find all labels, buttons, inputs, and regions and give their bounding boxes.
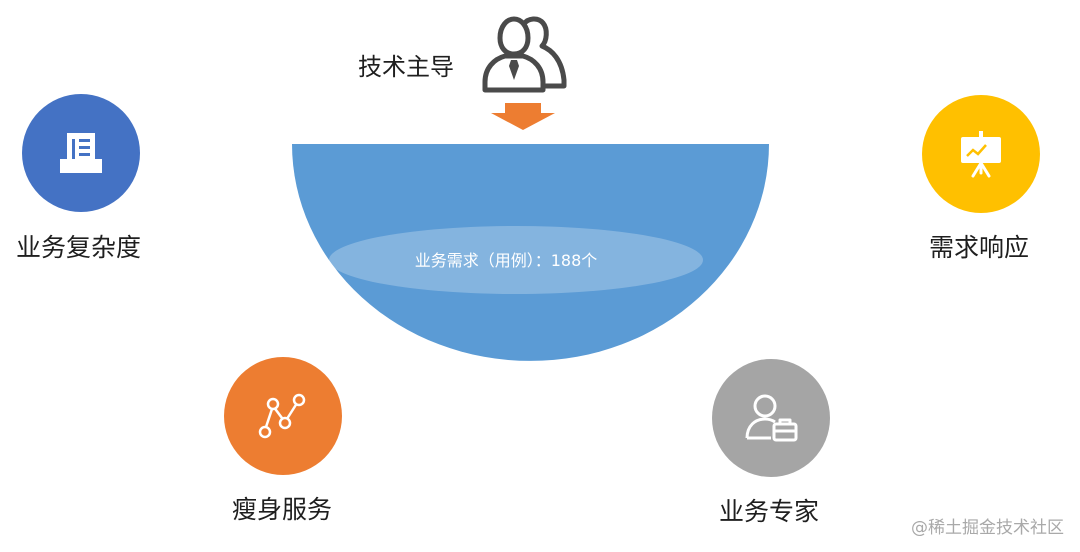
expert-label: 业务专家: [719, 497, 820, 526]
presentation-board-icon: [961, 131, 1001, 178]
lean-service-node: [224, 357, 342, 475]
lean-service-label: 瘦身服务: [232, 495, 333, 524]
bowl-shape: [292, 144, 769, 361]
document-tray-icon: [60, 133, 102, 173]
caption-ellipse: [329, 226, 703, 294]
complexity-node: [22, 94, 140, 212]
user-briefcase-icon: [745, 394, 798, 442]
watermark: @稀土掘金技术社区: [911, 518, 1064, 538]
expert-node: [712, 359, 830, 477]
complexity-label: 业务复杂度: [16, 233, 142, 262]
node-graph-icon: [258, 393, 306, 439]
lead-label: 技术主导: [358, 53, 454, 81]
response-label: 需求响应: [929, 233, 1030, 262]
response-node: [922, 95, 1040, 213]
down-arrow: [491, 103, 555, 130]
bowl-caption: 业务需求（用例）：188个: [415, 251, 598, 270]
users-icon: [482, 16, 567, 93]
